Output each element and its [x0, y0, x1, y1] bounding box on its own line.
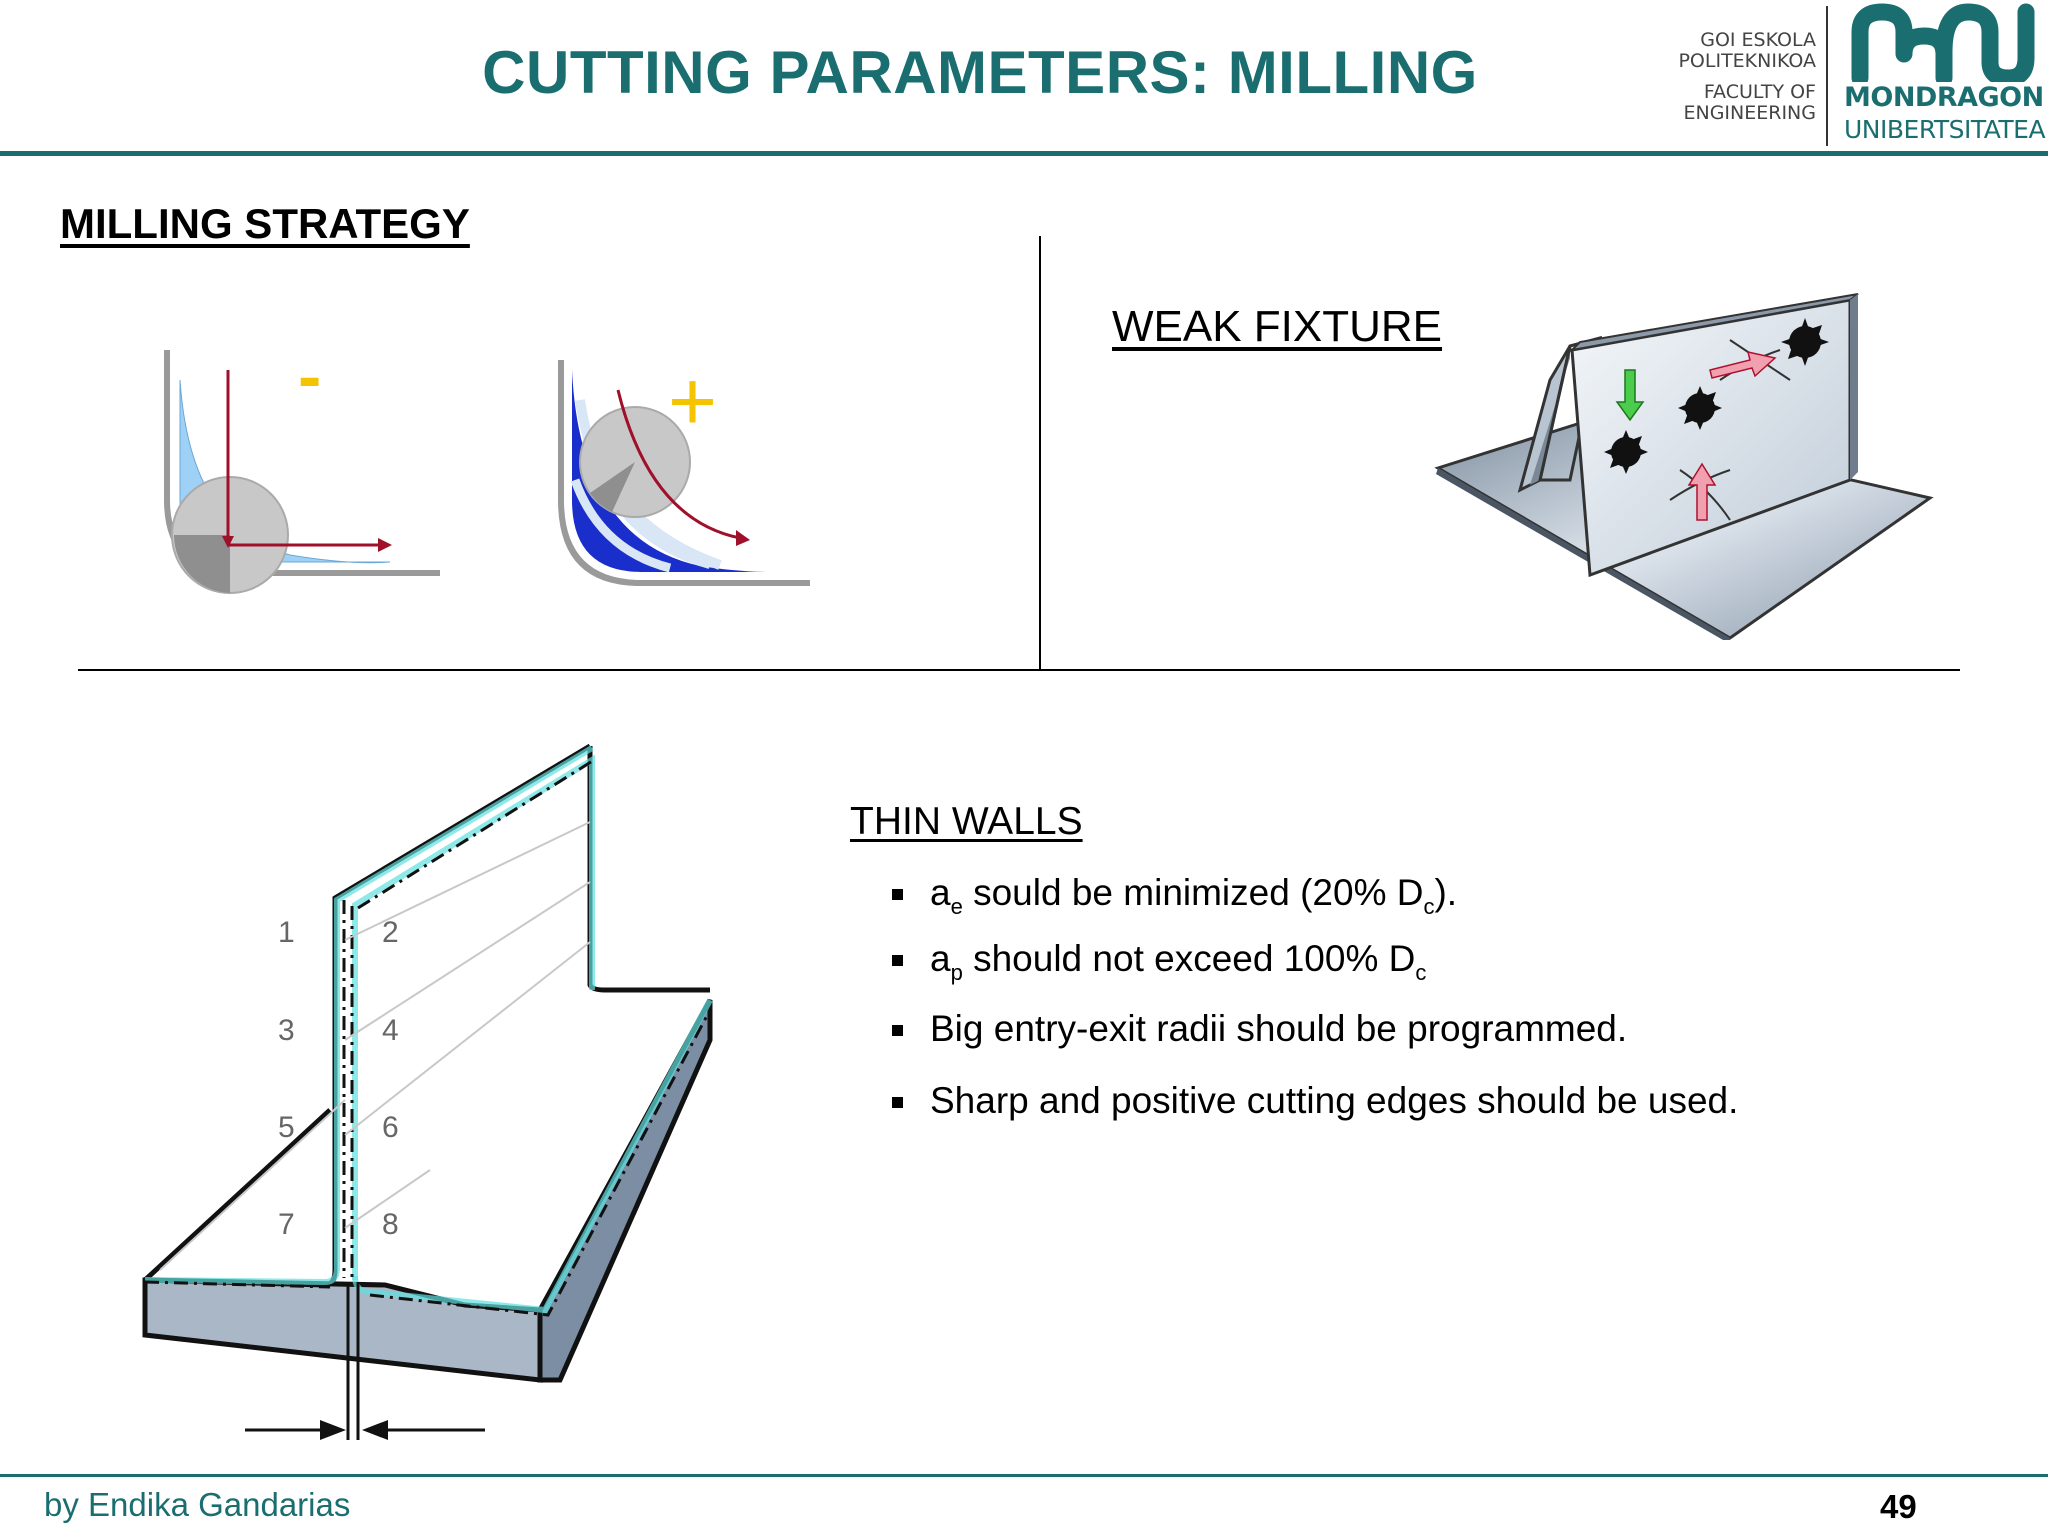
- pass-number-3: 3: [278, 1014, 295, 1047]
- footer-author: by Endika Gandarias: [44, 1486, 351, 1523]
- pass-number-7: 7: [278, 1208, 295, 1241]
- bullet-item: Big entry-exit radii should be programme…: [892, 1008, 1738, 1050]
- thin-walls-heading: THIN WALLS: [850, 800, 1083, 843]
- weak-fixture-diagram: [1434, 293, 1934, 640]
- vertical-divider: [1039, 236, 1041, 671]
- thin-walls-diagram: 1 2 3 4 5 6 7 8: [142, 738, 713, 1440]
- institution-line: ENGINEERING: [1683, 102, 1816, 124]
- institution-line: FACULTY OF: [1703, 81, 1816, 103]
- university-name-line: MONDRAGON: [1844, 82, 2044, 113]
- mondragon-logo-icon: [1851, 3, 2035, 82]
- page-number: 49: [1880, 1488, 1917, 1525]
- header-rule: [0, 151, 2048, 156]
- footer-rule: [0, 1474, 2048, 1477]
- milling-strategy-heading: MILLING STRATEGY: [60, 200, 470, 247]
- university-name: MONDRAGON UNIBERTSITATEA: [1844, 82, 2046, 146]
- plus-symbol: +: [668, 354, 717, 448]
- institution-line: GOI ESKOLA: [1700, 29, 1816, 51]
- bullet-item: ap should not exceed 100% Dc: [892, 938, 1738, 984]
- milling-strategy-minus-diagram: -: [164, 340, 440, 594]
- horizontal-divider: [78, 669, 1960, 671]
- pass-number-1: 1: [278, 916, 295, 949]
- minus-symbol: -: [298, 340, 321, 415]
- thin-walls-bullet-list: ae sould be minimized (20% Dc). ap shoul…: [892, 872, 1738, 1122]
- weak-fixture-heading: WEAK FIXTURE: [1112, 302, 1443, 351]
- university-name-line: UNIBERTSITATEA: [1844, 115, 2046, 144]
- institution-line: POLITEKNIKOA: [1678, 50, 1816, 72]
- logo-divider: [1826, 6, 1828, 146]
- page-title: CUTTING PARAMETERS: MILLING: [482, 39, 1478, 106]
- pass-number-5: 5: [278, 1111, 295, 1144]
- milling-strategy-plus-diagram: +: [558, 354, 810, 586]
- bullet-item: ae sould be minimized (20% Dc).: [892, 872, 1738, 918]
- pass-number-6: 6: [382, 1111, 399, 1144]
- institution-text: GOI ESKOLA POLITEKNIKOA FACULTY OF ENGIN…: [1640, 30, 1816, 124]
- pass-number-8: 8: [382, 1208, 399, 1241]
- pass-number-2: 2: [382, 916, 399, 949]
- bullet-item: Sharp and positive cutting edges should …: [892, 1080, 1738, 1122]
- pass-number-4: 4: [382, 1014, 399, 1047]
